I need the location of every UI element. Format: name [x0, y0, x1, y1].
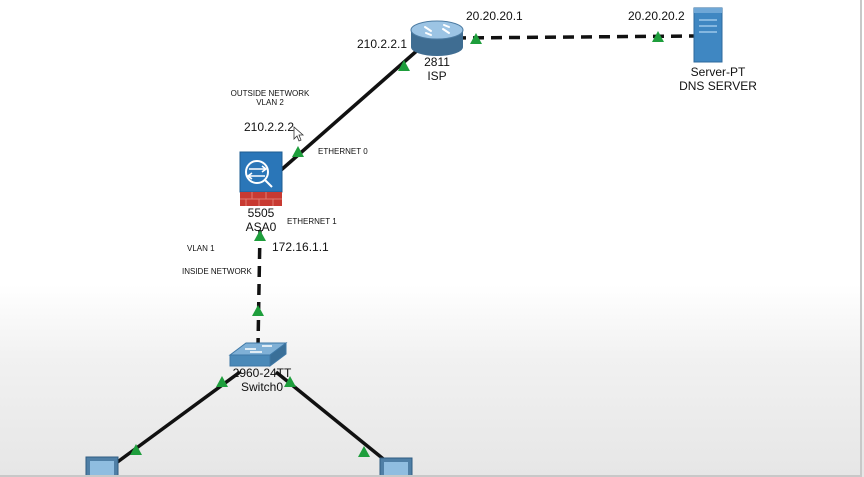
pc-left-icon[interactable] — [85, 456, 119, 477]
port-status-icon — [398, 60, 410, 71]
ip-label-isp-asa-side: 210.2.2.1 — [357, 37, 408, 51]
router-icon[interactable] — [410, 20, 464, 56]
router-label: 2811 ISP — [412, 55, 462, 84]
port-status-icon — [284, 376, 296, 387]
ip-label-asa-inside: 172.16.1.1 — [272, 240, 329, 254]
server-model: Server-PT — [690, 65, 746, 79]
port-status-icon — [252, 305, 264, 316]
switch-model: 2960-24TT — [232, 366, 292, 380]
ethernet1-label: ETHERNET 1 — [287, 217, 337, 226]
switch-label: 2960-24TT Switch0 — [222, 366, 302, 395]
ethernet0-label: ETHERNET 0 — [318, 147, 368, 156]
outside-network-note: OUTSIDE NETWORK VLAN 2 — [228, 89, 312, 107]
port-status-icon — [216, 376, 228, 387]
router-model: 2811 — [424, 55, 450, 69]
port-status-icon — [254, 230, 266, 241]
link-isp-server[interactable] — [454, 34, 696, 40]
ip-label-isp-server-side: 20.20.20.1 — [466, 9, 523, 23]
port-status-icon — [470, 33, 482, 44]
switch-icon[interactable] — [228, 342, 288, 367]
asa-name: ASA0 — [245, 219, 277, 234]
server-label: Server-PT DNS SERVER — [668, 65, 768, 94]
inside-network-label: INSIDE NETWORK — [182, 267, 252, 276]
port-status-icon — [358, 446, 370, 457]
asa-model: 5505 — [247, 206, 275, 220]
port-status-icon — [292, 146, 304, 157]
port-status-icon — [652, 31, 664, 42]
pc-right-icon[interactable] — [379, 457, 413, 477]
link-isp-asa[interactable] — [270, 46, 422, 180]
ip-label-asa-outside: 210.2.2.2 — [244, 120, 295, 134]
ip-label-server: 20.20.20.2 — [628, 9, 685, 23]
mouse-cursor-icon — [293, 126, 305, 142]
outside-vlan-label: VLAN 2 — [256, 98, 284, 108]
link-switch-pc-right[interactable] — [274, 370, 394, 468]
outside-network-title: OUTSIDE NETWORK — [230, 89, 310, 98]
router-name: ISP — [427, 68, 447, 83]
server-icon[interactable] — [693, 7, 723, 63]
inside-vlan-label: VLAN 1 — [187, 244, 215, 253]
asa-firewall-icon[interactable] — [239, 151, 283, 206]
asa-label: 5505 ASA0 — [236, 206, 286, 235]
switch-name: Switch0 — [240, 379, 284, 394]
server-name: DNS SERVER — [679, 78, 757, 93]
link-asa-switch[interactable] — [256, 229, 262, 347]
port-status-icon — [130, 444, 142, 455]
